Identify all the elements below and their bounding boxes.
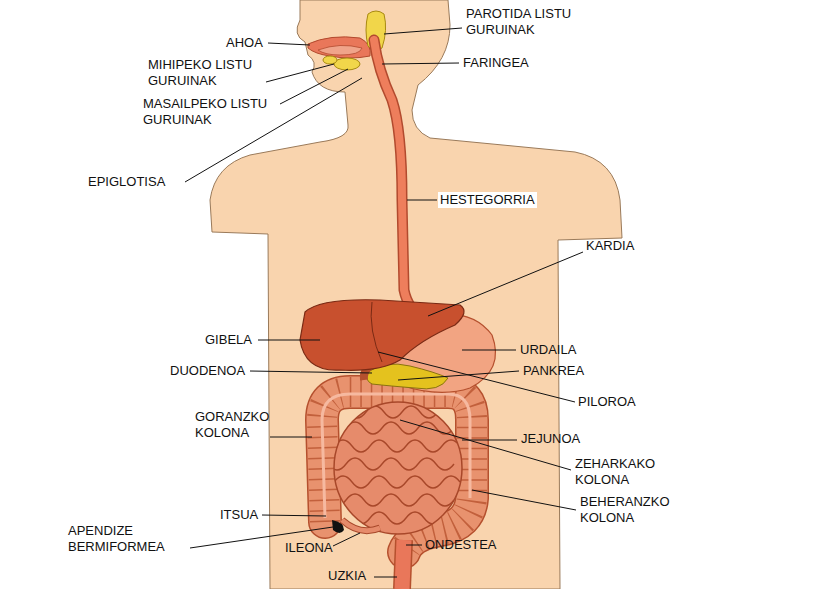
part-label: GORANZKO KOLONA [195, 409, 275, 441]
part-label: DUODENOA [170, 363, 250, 379]
esophagus-inner [374, 40, 425, 320]
rectum-inner [402, 540, 404, 589]
esophagus [374, 40, 425, 320]
part-label: PAROTIDA LISTU GURUINAK [466, 6, 578, 38]
part-label: HESTEGORRIA [438, 192, 537, 208]
mouth-cavity [308, 37, 370, 58]
part-label: APENDIZE BERMIFORMEA [68, 523, 188, 555]
part-label: URDAILA [520, 342, 600, 358]
part-label: GIBELA [205, 332, 265, 348]
liver [300, 300, 464, 371]
part-label: MASAILPEKO LISTU GURUINAK [143, 96, 283, 128]
part-label: BEHERANZKO KOLONA [580, 494, 690, 526]
part-label: ITSUA [220, 507, 270, 523]
part-label: JEJUNOA [521, 431, 601, 447]
ileum [342, 520, 380, 531]
ileum-inner [342, 520, 380, 531]
part-label: UZKIA [328, 568, 378, 584]
part-label: ONDESTEA [425, 537, 515, 553]
part-label: MIHIPEKO LISTU GURUINAK [148, 57, 273, 89]
part-label: ILEONA [285, 540, 340, 556]
part-label: ZEHARKAKO KOLONA [575, 456, 685, 488]
colon [322, 392, 472, 552]
part-label: EPIGLOTISA [88, 174, 188, 190]
part-label: PILOROA [578, 394, 658, 410]
part-label: KARDIA [586, 238, 656, 254]
submandibular-gland [334, 58, 360, 70]
part-label: PANKREA [523, 363, 603, 379]
body-silhouette [210, 0, 622, 589]
sublingual-gland [323, 56, 337, 64]
tongue [318, 45, 362, 55]
part-label: FARINGEA [463, 55, 553, 71]
intestine-coils [328, 406, 460, 524]
rectum [402, 540, 404, 589]
colon-inner [322, 392, 472, 552]
colon-haustra [322, 392, 472, 552]
part-label: AHOA [226, 35, 271, 51]
